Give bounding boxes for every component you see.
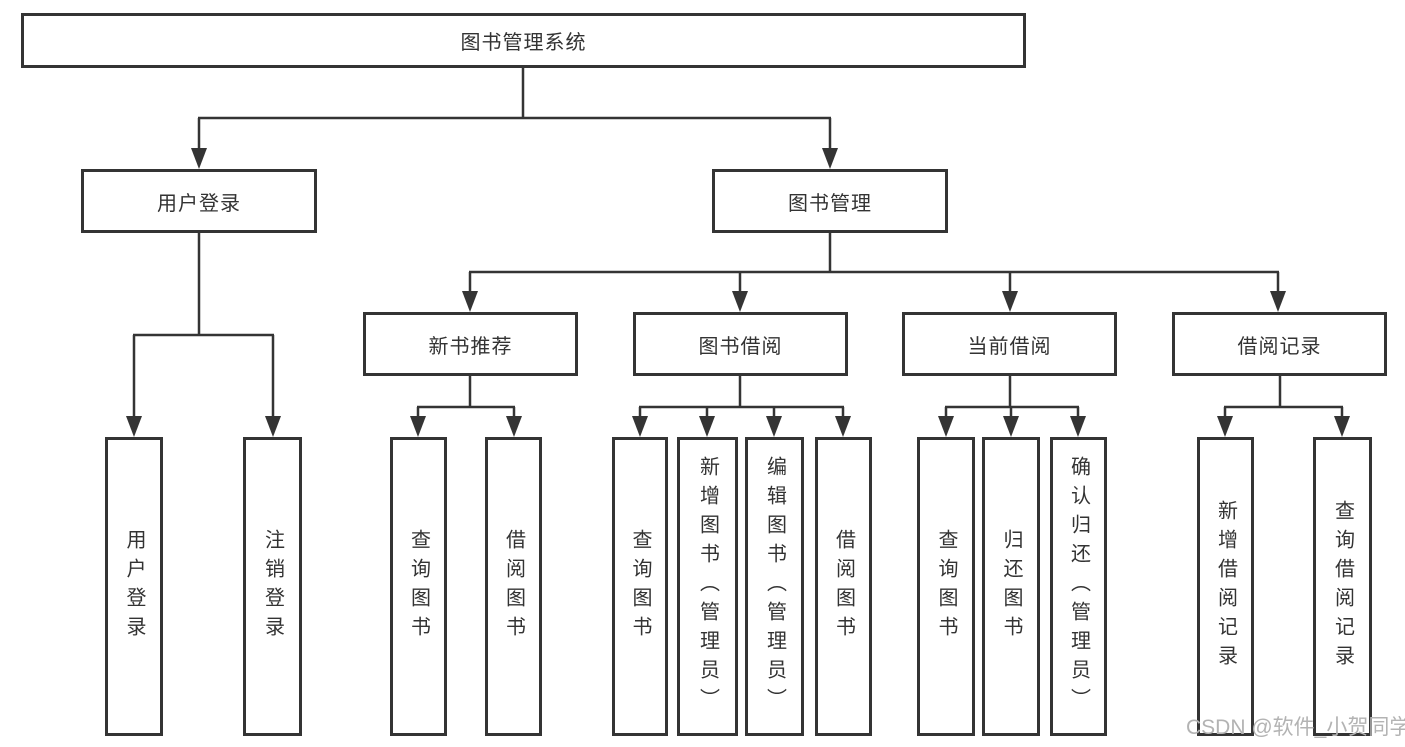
leaf-add-borrow-record: 新增借阅记录 [1197,437,1254,736]
node-label: 借阅记录 [1237,335,1322,358]
leaf-add-books-admin: 新增图书（管理员） [677,437,738,736]
node-borrowing-records: 借阅记录 [1172,312,1387,376]
leaf-label: 用户登录 [123,528,145,645]
csdn-watermark: CSDN @软件_小贺同学 [1186,716,1405,739]
leaf-label: 借阅图书 [832,528,855,645]
node-user-login-branch: 用户登录 [81,169,317,233]
node-label: 图书管理 [788,192,872,215]
arrowheads [126,148,1350,437]
node-current-borrowing: 当前借阅 [902,312,1117,376]
leaf-logout: 注销登录 [243,437,302,736]
leaf-query-books-3: 查询图书 [917,437,975,736]
leaf-label: 查询借阅记录 [1331,499,1354,674]
leaf-label: 注销登录 [261,528,284,645]
leaf-label: 归还图书 [1000,528,1022,645]
node-label: 用户登录 [157,192,241,215]
leaf-label: 确认归还（管理员） [1067,456,1090,717]
leaf-label: 新增借阅记录 [1214,499,1237,674]
leaf-query-books-1: 查询图书 [390,437,447,736]
node-new-book-recommendation: 新书推荐 [363,312,578,376]
leaf-label: 查询图书 [935,528,957,645]
leaf-label: 查询图书 [407,528,430,645]
leaf-edit-books-admin: 编辑图书（管理员） [745,437,804,736]
leaf-query-books-2: 查询图书 [612,437,668,736]
leaf-borrow-books-1: 借阅图书 [485,437,542,736]
node-label: 图书借阅 [698,335,783,358]
node-library-management-system: 图书管理系统 [21,13,1026,68]
leaf-user-login: 用户登录 [105,437,163,736]
node-label: 新书推荐 [428,335,513,358]
leaf-label: 编辑图书（管理员） [763,456,786,717]
node-book-borrowing: 图书借阅 [633,312,848,376]
node-label: 当前借阅 [967,335,1052,358]
leaf-label: 新增图书（管理员） [696,456,719,717]
leaf-label: 查询图书 [629,528,651,645]
leaf-borrow-books-2: 借阅图书 [815,437,872,736]
leaf-confirm-return-admin: 确认归还（管理员） [1050,437,1107,736]
leaf-label: 借阅图书 [502,528,525,645]
node-book-management-branch: 图书管理 [712,169,948,233]
leaf-query-borrow-record: 查询借阅记录 [1313,437,1372,736]
node-label: 图书管理系统 [460,32,587,54]
leaf-return-books: 归还图书 [982,437,1040,736]
